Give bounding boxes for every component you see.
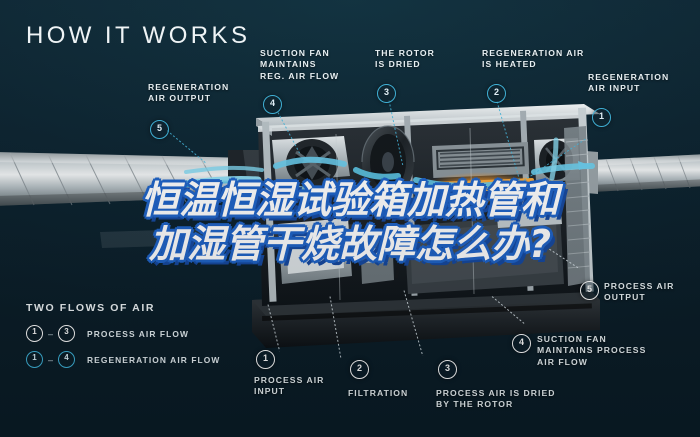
legend-badge-from-1: 1	[26, 325, 43, 342]
callout-badge-suction-fan-reg[interactable]: 4	[263, 95, 282, 114]
callout-badge-regeneration-air-heated[interactable]: 2	[487, 84, 506, 103]
legend-label-regeneration-air-flow: REGENERATION AIR FLOW	[87, 354, 221, 365]
callout-badge-regeneration-air-input[interactable]: 1	[592, 108, 611, 127]
legend: TWO FLOWS OF AIR 1 – 3 PROCESS AIR FLOW …	[26, 302, 220, 377]
legend-dash-2: –	[48, 354, 54, 365]
airflow-ribbons	[164, 137, 595, 201]
callout-badge-process-air-input[interactable]: 1	[256, 350, 275, 369]
callout-label-process-air-output: PROCESS AIR OUTPUT	[604, 281, 675, 303]
callout-label-rotor-is-dried: THE ROTOR IS DRIED	[375, 48, 435, 70]
legend-badge-to-4-cyan: 4	[58, 351, 76, 368]
legend-badge-to-3: 3	[58, 325, 76, 342]
callout-label-regeneration-air-output: REGENERATION AIR OUTPUT	[148, 82, 230, 104]
legend-row-process-air-flow: 1 – 3 PROCESS AIR FLOW	[26, 325, 220, 342]
callout-label-process-air-input: PROCESS AIR INPUT	[254, 375, 325, 397]
callout-badge-process-air-dried[interactable]: 3	[438, 360, 457, 379]
heater-section	[422, 141, 546, 204]
callout-badge-rotor-is-dried[interactable]: 3	[377, 84, 396, 103]
callout-label-process-air-dried: PROCESS AIR IS DRIED BY THE ROTOR	[436, 388, 556, 410]
legend-label-process-air-flow: PROCESS AIR FLOW	[87, 328, 189, 339]
callout-badge-suction-fan-process[interactable]: 4	[512, 334, 531, 353]
callout-badge-process-air-output[interactable]: 5	[580, 281, 599, 300]
machine-cabinet	[256, 104, 600, 306]
legend-dash-1: –	[48, 328, 54, 339]
page-title: HOW IT WORKS	[26, 22, 251, 49]
lower-machinery	[278, 193, 564, 294]
callout-label-regeneration-air-heated: REGENERATION AIR IS HEATED	[482, 48, 585, 70]
legend-badge-from-1-cyan: 1	[26, 351, 43, 368]
callout-badge-filtration[interactable]: 2	[350, 360, 369, 379]
legend-row-regeneration-air-flow: 1 – 4 REGENERATION AIR FLOW	[26, 351, 220, 368]
callout-label-regeneration-air-input: REGENERATION AIR INPUT	[588, 72, 670, 94]
callout-label-suction-fan-process: SUCTION FAN MAINTAINS PROCESS AIR FLOW	[537, 334, 647, 367]
legend-title: TWO FLOWS OF AIR	[26, 302, 156, 314]
callout-label-suction-fan-reg: SUCTION FAN MAINTAINS REG. AIR FLOW	[260, 48, 340, 81]
callout-label-filtration: FILTRATION	[348, 388, 409, 398]
headline-overlay-text: 恒温恒湿试验箱加热管和 加湿管干烧故障怎么办?	[140, 178, 559, 266]
callout-badge-regeneration-air-output[interactable]: 5	[150, 120, 169, 139]
